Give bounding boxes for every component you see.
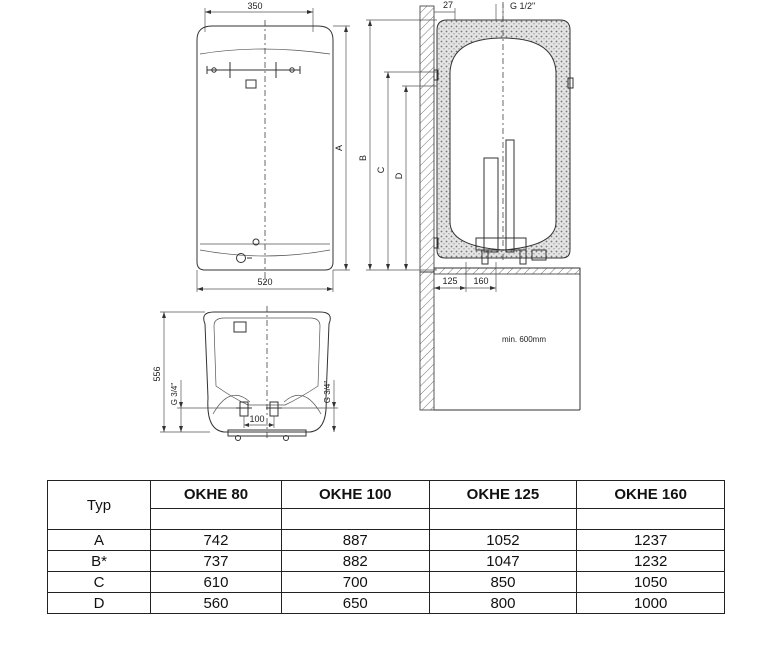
clearance-note: min. 600mm	[502, 335, 546, 344]
table-cell: 610	[150, 571, 282, 593]
table-cell: 650	[280, 592, 430, 614]
row-label: D	[47, 592, 151, 614]
table-cell: 1237	[576, 529, 725, 551]
blank-cell	[576, 508, 725, 530]
table-cell: 1232	[576, 550, 725, 572]
col-okhe-160: OKHE 160	[576, 480, 725, 509]
blank-cell	[428, 508, 578, 530]
table-cell: 800	[428, 592, 578, 614]
blank-cell	[150, 508, 282, 530]
table-cell: 700	[280, 571, 430, 593]
dim-125-label: 125	[442, 276, 457, 286]
top-connector-label: G 1/2"	[510, 1, 535, 11]
table-cell: 737	[150, 550, 282, 572]
side-view: 27 G 1/2" B C	[358, 0, 581, 411]
table-cell: 742	[150, 529, 282, 551]
table-cell: 560	[150, 592, 282, 614]
table-cell: 850	[428, 571, 578, 593]
row-label: A	[47, 529, 151, 551]
dim-160-label: 160	[473, 276, 488, 286]
table-cell: 1000	[576, 592, 725, 614]
table-row: A 742 887 1052 1237	[47, 529, 725, 551]
front-width-bottom-label: 520	[257, 277, 272, 287]
dim-c-label: C	[376, 166, 386, 173]
table-row: B* 737 882 1047 1232	[47, 550, 725, 572]
wall-offset-label: 27	[443, 0, 453, 10]
table-cell: 1050	[576, 571, 725, 593]
front-view: 350 A 520	[196, 1, 350, 292]
row-label: B*	[47, 550, 151, 572]
col-okhe-80: OKHE 80	[150, 480, 282, 509]
bottom-view: 556 G 3/4" G 3/4" 100	[152, 306, 338, 441]
technical-drawing: 350 A 520	[152, 0, 581, 441]
table-row: D 560 650 800 1000	[47, 592, 725, 614]
table-cell: 1047	[428, 550, 578, 572]
right-connector-label: G 3/4"	[323, 381, 332, 404]
bottom-height-label: 556	[152, 366, 162, 381]
col-okhe-125: OKHE 125	[428, 480, 578, 509]
dimensions-table: Typ OKHE 80 OKHE 100 OKHE 125 OKHE 160 A…	[47, 480, 725, 614]
blank-cell	[280, 508, 430, 530]
connector-spacing-label: 100	[249, 414, 264, 424]
table-cell: 882	[280, 550, 430, 572]
table-cell: 1052	[428, 529, 578, 551]
left-connector-label: G 3/4"	[170, 383, 179, 406]
row-label: C	[47, 571, 151, 593]
col-okhe-100: OKHE 100	[280, 480, 430, 509]
typ-header: Typ	[47, 480, 151, 530]
dim-b-label: B	[358, 155, 368, 161]
table-row: C 610 700 850 1050	[47, 571, 725, 593]
front-width-top-label: 350	[247, 1, 262, 11]
table-cell: 887	[280, 529, 430, 551]
dim-d-label: D	[394, 172, 404, 179]
front-height-label: A	[334, 145, 344, 151]
